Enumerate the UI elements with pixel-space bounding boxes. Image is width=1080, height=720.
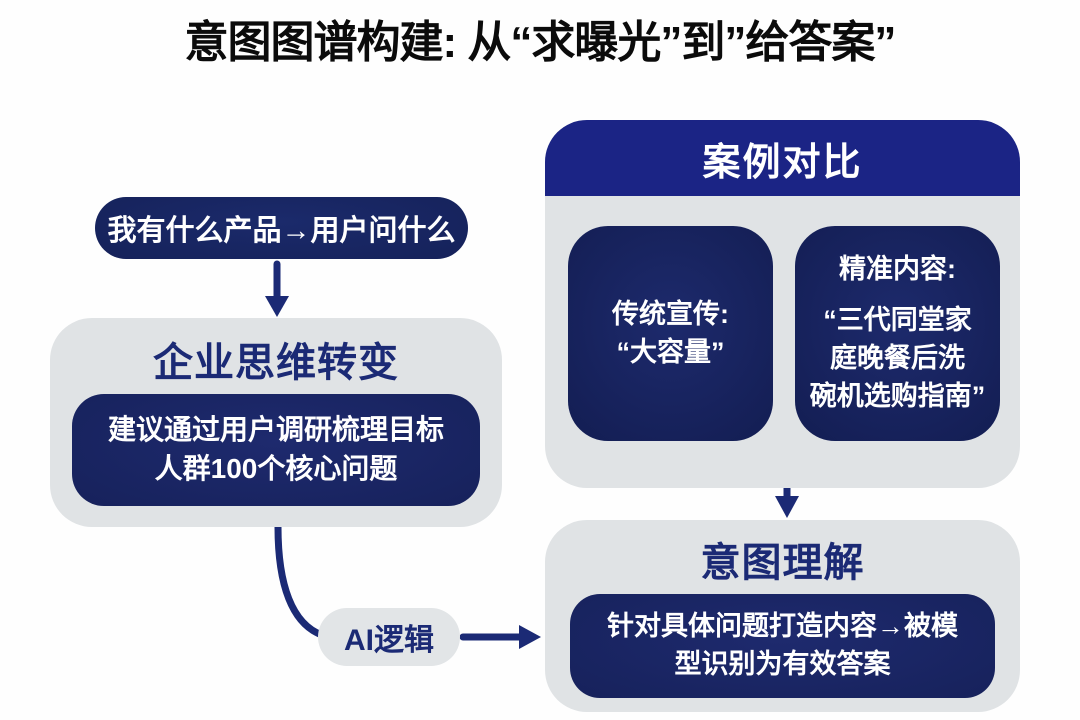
intent-understanding-panel: 意图理解 针对具体问题打造内容→被模 型识别为有效答案 xyxy=(545,520,1020,712)
arrow-case-to-intent-head xyxy=(775,496,799,518)
ai-logic-pill: AI逻辑 xyxy=(318,608,460,666)
product-question-label: 我有什么产品→用户问什么 xyxy=(107,215,456,247)
traditional-promo-line1: 传统宣传: xyxy=(612,298,729,329)
case-comparison-header: 案例对比 xyxy=(545,120,1020,196)
arrow-ailogic-to-intent-head xyxy=(519,625,541,649)
precise-content-box: 精准内容: “三代同堂家 庭晚餐后洗 碗机选购指南” xyxy=(795,226,1000,441)
product-question-pill: 我有什么产品→用户问什么 xyxy=(95,197,468,259)
precise-content-line3: 碗机选购指南” xyxy=(809,380,986,411)
suggestion-line2: 人群100个核心问题 xyxy=(154,453,398,484)
arrow-product-to-mindset-head xyxy=(265,296,289,317)
answer-line1: 针对具体问题打造内容→被模 xyxy=(607,611,958,642)
answer-pill: 针对具体问题打造内容→被模 型识别为有效答案 xyxy=(570,594,995,698)
case-comparison-title: 案例对比 xyxy=(702,141,863,184)
answer-line2: 型识别为有效答案 xyxy=(674,649,891,679)
ai-logic-label: AI逻辑 xyxy=(344,624,434,657)
mindset-shift-panel: 企业思维转变 建议通过用户调研梳理目标 人群100个核心问题 xyxy=(50,318,502,527)
precise-content-line1: “三代同堂家 xyxy=(823,305,972,336)
mindset-shift-title: 企业思维转变 xyxy=(153,341,399,385)
intent-understanding-title: 意图理解 xyxy=(700,541,865,585)
precise-content-title: 精准内容: xyxy=(839,254,956,285)
suggestion-pill: 建议通过用户调研梳理目标 人群100个核心问题 xyxy=(72,394,480,506)
page-title: 意图图谱构建: 从“求曝光”到”给答案” xyxy=(184,18,897,67)
precise-content-line2: 庭晚餐后洗 xyxy=(830,343,965,373)
case-comparison-panel: 案例对比 传统宣传: “大容量” 精准内容: “三代同堂家 庭晚餐后洗 碗机选购… xyxy=(545,120,1020,488)
curve-mindset-to-ailogic xyxy=(274,523,326,639)
traditional-promo-box: 传统宣传: “大容量” xyxy=(568,226,773,441)
suggestion-line1: 建议通过用户调研梳理目标 xyxy=(107,414,444,446)
traditional-promo-line2: “大容量” xyxy=(616,336,725,367)
